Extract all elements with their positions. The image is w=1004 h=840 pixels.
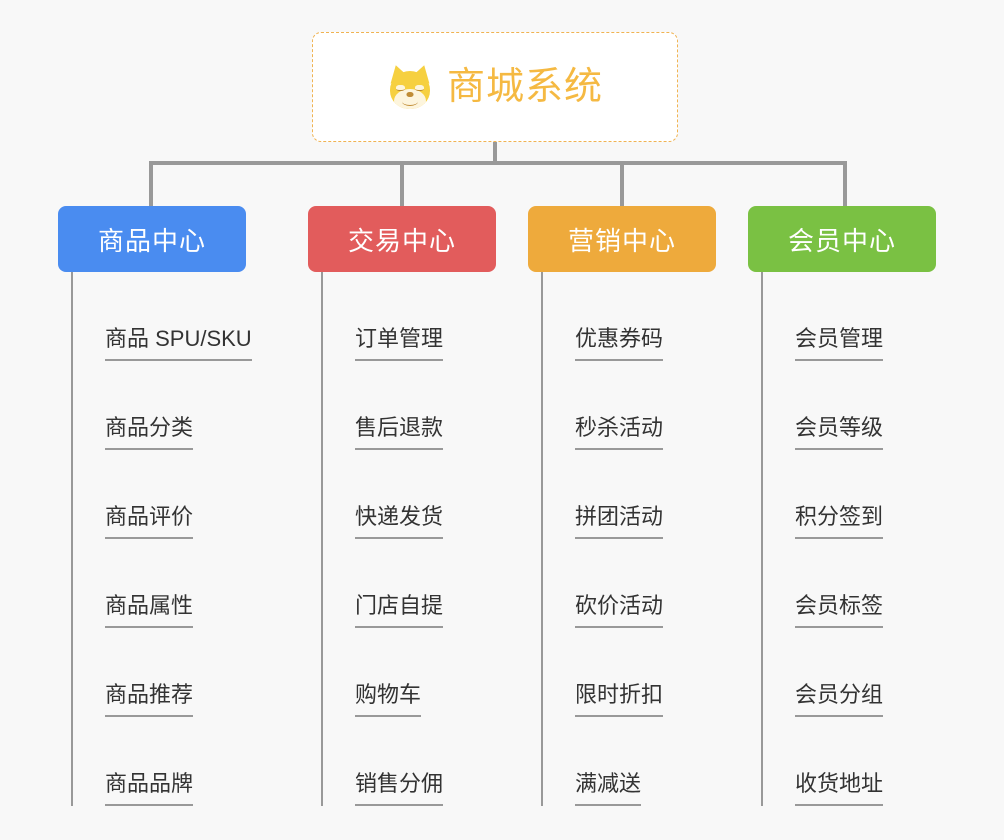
dog-nose-icon	[406, 92, 414, 97]
list-item-label: 会员管理	[795, 326, 884, 361]
branch-header-1-label: 商品中心	[97, 225, 206, 256]
list-item[interactable]: 优惠券码	[543, 272, 716, 361]
list-item-label: 拼团活动	[575, 504, 664, 539]
dog-eye-left-icon	[395, 85, 405, 91]
list-item-label: 商品品牌	[105, 771, 194, 806]
list-item-label: 砍价活动	[575, 593, 664, 628]
list-item-label: 门店自提	[355, 593, 444, 628]
branch-header-2[interactable]: 交易中心	[308, 206, 496, 272]
list-item[interactable]: 商品 SPU/SKU	[73, 272, 252, 361]
dog-mouth-icon	[401, 97, 418, 106]
list-item[interactable]: 秒杀活动	[543, 361, 716, 450]
list-item[interactable]: 拼团活动	[543, 450, 716, 539]
list-item-label: 售后退款	[355, 415, 444, 450]
list-item-label: 商品评价	[105, 504, 194, 539]
list-item-label: 商品推荐	[105, 682, 194, 717]
connector-drop-4	[843, 161, 847, 207]
list-item-label: 商品属性	[105, 593, 194, 628]
list-item-label: 商品 SPU/SKU	[105, 326, 252, 361]
connector-drop-3	[620, 161, 624, 207]
list-item[interactable]: 销售分佣	[323, 717, 496, 806]
list-item[interactable]: 门店自提	[323, 539, 496, 628]
branch-header-2-label: 交易中心	[347, 225, 456, 256]
branch-items-3: 优惠券码 秒杀活动 拼团活动 砍价活动 限时折扣 满减送	[541, 272, 716, 806]
branch-column-3: 营销中心 优惠券码 秒杀活动 拼团活动 砍价活动 限时折扣 满减送	[528, 206, 716, 806]
list-item-label: 积分签到	[795, 504, 884, 539]
list-item[interactable]: 售后退款	[323, 361, 496, 450]
branch-header-4[interactable]: 会员中心	[748, 206, 936, 272]
branch-header-1[interactable]: 商品中心	[58, 206, 246, 272]
connector-root-stub	[493, 142, 497, 164]
list-item[interactable]: 商品分类	[73, 361, 246, 450]
list-item[interactable]: 商品推荐	[73, 628, 246, 717]
branch-items-1: 商品 SPU/SKU 商品分类 商品评价 商品属性 商品推荐 商品品牌	[71, 272, 252, 806]
root-node[interactable]: 商城系统	[312, 32, 678, 142]
list-item-label: 会员分组	[795, 682, 884, 717]
dog-head-icon	[389, 71, 430, 109]
list-item-label: 满减送	[575, 771, 642, 806]
branch-items-2: 订单管理 售后退款 快递发货 门店自提 购物车 销售分佣	[321, 272, 496, 806]
list-item-label: 会员等级	[795, 415, 884, 450]
list-item-label: 秒杀活动	[575, 415, 664, 450]
list-item-label: 购物车	[355, 682, 422, 717]
list-item[interactable]: 会员分组	[763, 628, 936, 717]
branch-header-4-label: 会员中心	[787, 225, 896, 256]
list-item[interactable]: 商品品牌	[73, 717, 246, 806]
branch-header-3-label: 营销中心	[567, 225, 676, 256]
list-item[interactable]: 商品评价	[73, 450, 246, 539]
list-item[interactable]: 会员等级	[763, 361, 936, 450]
list-item-label: 销售分佣	[355, 771, 444, 806]
list-item-label: 快递发货	[355, 504, 444, 539]
list-item[interactable]: 积分签到	[763, 450, 936, 539]
root-title: 商城系统	[446, 66, 603, 108]
list-item-label: 收货地址	[795, 771, 884, 806]
list-item[interactable]: 砍价活动	[543, 539, 716, 628]
list-item[interactable]: 会员管理	[763, 272, 936, 361]
list-item-label: 会员标签	[795, 593, 884, 628]
branch-column-2: 交易中心 订单管理 售后退款 快递发货 门店自提 购物车 销售分佣	[308, 206, 496, 806]
shiba-dog-face-icon	[386, 62, 434, 110]
branch-column-1: 商品中心 商品 SPU/SKU 商品分类 商品评价 商品属性 商品推荐 商品品牌	[58, 206, 252, 806]
list-item[interactable]: 收货地址	[763, 717, 936, 806]
list-item[interactable]: 快递发货	[323, 450, 496, 539]
list-item[interactable]: 购物车	[323, 628, 496, 717]
branch-header-3[interactable]: 营销中心	[528, 206, 716, 272]
branch-items-4: 会员管理 会员等级 积分签到 会员标签 会员分组 收货地址	[761, 272, 936, 806]
list-item[interactable]: 满减送	[543, 717, 716, 806]
connector-horizontal-bus	[149, 161, 847, 165]
list-item-label: 限时折扣	[575, 682, 664, 717]
list-item[interactable]: 订单管理	[323, 272, 496, 361]
connector-drop-1	[149, 161, 153, 207]
dog-eye-right-icon	[414, 85, 424, 91]
connector-drop-2	[400, 161, 404, 207]
list-item-label: 订单管理	[355, 326, 444, 361]
list-item-label: 优惠券码	[575, 326, 664, 361]
list-item[interactable]: 商品属性	[73, 539, 246, 628]
list-item-label: 商品分类	[105, 415, 194, 450]
list-item[interactable]: 会员标签	[763, 539, 936, 628]
branch-column-4: 会员中心 会员管理 会员等级 积分签到 会员标签 会员分组 收货地址	[748, 206, 936, 806]
list-item[interactable]: 限时折扣	[543, 628, 716, 717]
